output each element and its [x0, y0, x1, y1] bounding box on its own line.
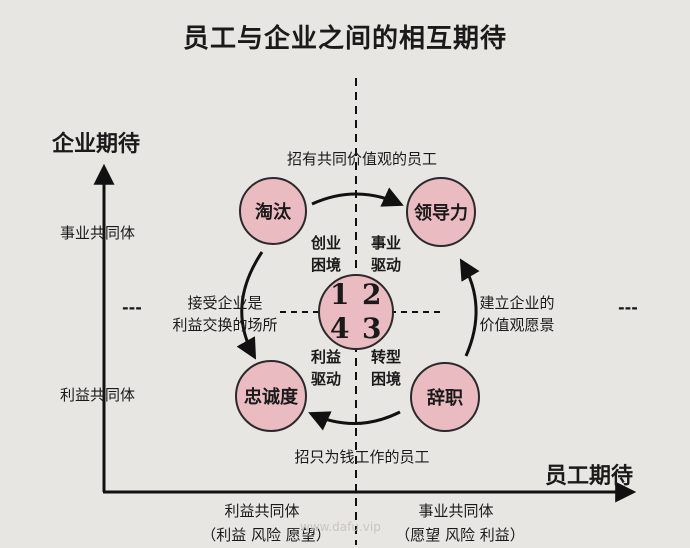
y-top-label: 事业共同体	[60, 224, 136, 242]
right-arrow-label: 建立企业的 价值观愿景	[479, 294, 555, 334]
quadrant-4-label: 转型 困境	[370, 348, 401, 388]
node-eliminate: 淘汰	[239, 177, 307, 245]
quadrant-number-2: 2	[362, 278, 382, 311]
x-axis-label: 员工期待	[545, 464, 634, 489]
node-loyalty: 忠诚度	[235, 360, 307, 432]
top-arrow-label: 招有共同价值观的员工	[286, 150, 437, 168]
bottom-arrow-label: 招只为钱工作的员工	[294, 448, 430, 466]
left-arrow	[236, 251, 264, 360]
x-left-sublabel: （利益 风险 愿望）	[201, 526, 331, 544]
y-axis-label: 企业期待	[52, 132, 141, 157]
right-arrow	[459, 258, 480, 357]
left-arrow-label: 接受企业是 利益交换的场所	[172, 294, 278, 334]
x-left-label: 利益共同体	[224, 502, 300, 520]
quadrant-2-label: 事业 驱动	[370, 234, 401, 274]
center-circle	[318, 274, 394, 350]
x-right-sublabel: （愿望 风险 利益）	[395, 526, 525, 544]
bottom-arrow	[308, 410, 401, 431]
node-leadership: 领导力	[406, 177, 476, 247]
quadrant-3-label: 利益 驱动	[310, 348, 341, 388]
y-bottom-label: 利益共同体	[60, 386, 136, 404]
quadrant-number-1: 1	[330, 278, 350, 311]
right-dashes: ---	[618, 298, 638, 317]
node-resign: 辞职	[410, 362, 480, 432]
quadrant-number-3: 3	[362, 312, 382, 345]
quadrant-1-label: 创业 困境	[310, 234, 341, 274]
quadrant-number-4: 4	[330, 312, 350, 345]
left-dashes: ---	[122, 298, 142, 317]
watermark: www.dafu.vip	[300, 520, 381, 534]
top-arrow	[311, 187, 404, 207]
page-title: 员工与企业之间的相互期待	[182, 24, 507, 54]
x-right-label: 事业共同体	[418, 502, 494, 520]
